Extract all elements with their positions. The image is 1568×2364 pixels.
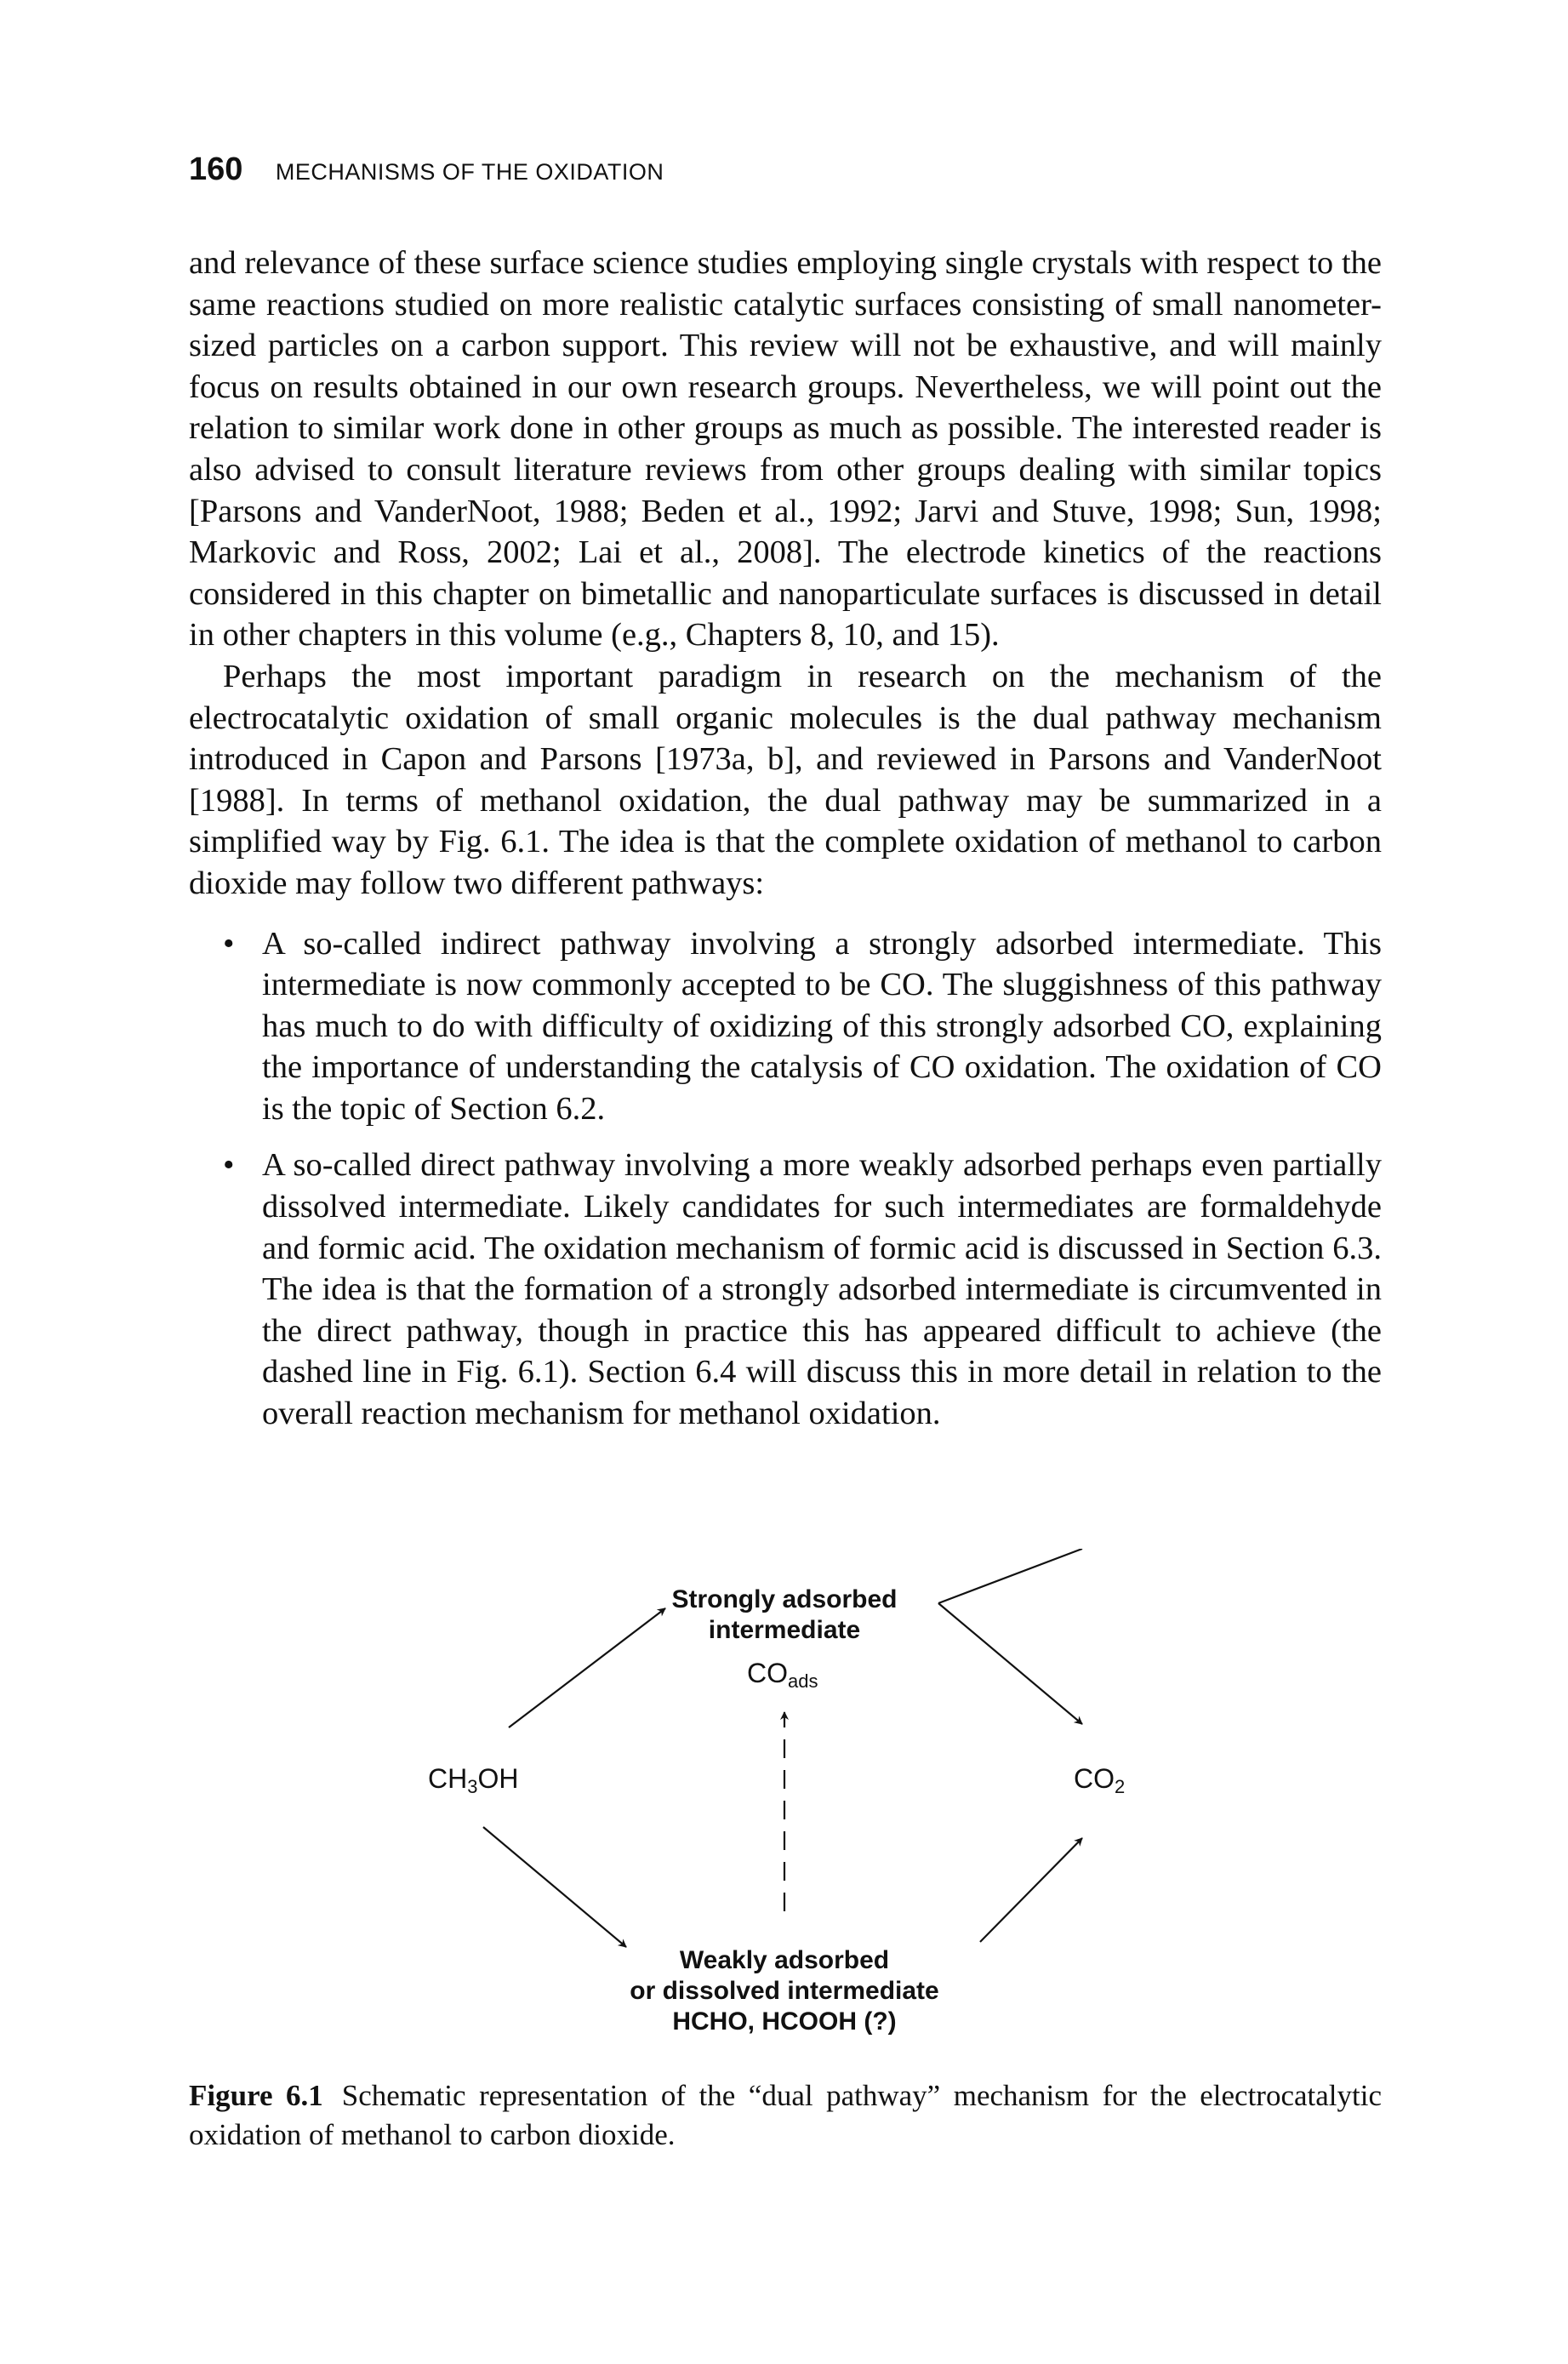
label-weakly-adsorbed: Weakly adsorbed or dissolved intermediat…: [572, 1945, 997, 2037]
list-item: • A so-called direct pathway involving a…: [223, 1145, 1382, 1434]
species-co2-base: CO: [1074, 1763, 1115, 1794]
bullet-icon: •: [223, 1147, 235, 1184]
caption-label: Figure 6.1: [189, 2079, 323, 2112]
arrow-weak-to-co2: [979, 1837, 1083, 1943]
page-number: 160: [189, 151, 243, 187]
bullet-text-indirect: A so-called indirect pathway involving a…: [262, 925, 1382, 1127]
running-title: MECHANISMS OF THE OXIDATION: [275, 159, 664, 185]
paragraph-1: and relevance of these surface science s…: [189, 245, 1382, 654]
pathway-arrows: [482, 1549, 1083, 1948]
arrow-coads-to-co2: [938, 1549, 1083, 1605]
label-strongly-adsorbed-line1: Strongly adsorbed: [671, 1585, 898, 1613]
bullet-list: • A so-called indirect pathway involving…: [189, 923, 1382, 1435]
label-weakly-adsorbed-line1: Weakly adsorbed: [679, 1946, 890, 1974]
paragraph-2: Perhaps the most important paradigm in r…: [189, 658, 1382, 901]
species-ch3oh-part2: OH: [477, 1763, 519, 1794]
list-item: • A so-called indirect pathway involving…: [223, 923, 1382, 1130]
species-ch3oh-part1: CH: [428, 1763, 468, 1794]
species-co-ads: COads: [747, 1658, 818, 1693]
arrow-ch3oh-to-weak: [482, 1826, 627, 1948]
label-weakly-adsorbed-line3: HCHO, HCOOH (?): [672, 2007, 897, 2036]
label-strongly-adsorbed: Strongly adsorbed intermediate: [614, 1585, 955, 1646]
species-co-ads-sub: ads: [788, 1670, 818, 1692]
species-ch3oh: CH3OH: [428, 1763, 518, 1798]
label-strongly-adsorbed-line2: intermediate: [708, 1616, 861, 1644]
bullet-text-direct: A so-called direct pathway involving a m…: [262, 1147, 1382, 1432]
species-co2: CO2: [1074, 1763, 1125, 1798]
species-co2-sub: 2: [1115, 1776, 1126, 1797]
label-weakly-adsorbed-line2: or dissolved intermediate: [630, 1977, 939, 2005]
species-co-ads-base: CO: [747, 1658, 788, 1688]
arrow-coads-to-co2-head: [938, 1602, 1083, 1725]
running-head: 160 MECHANISMS OF THE OXIDATION: [189, 151, 664, 188]
bullet-icon: •: [223, 925, 235, 962]
species-ch3oh-sub: 3: [467, 1776, 478, 1797]
caption-text: Schematic representation of the “dual pa…: [189, 2079, 1382, 2151]
figure-dual-pathway: Strongly adsorbed intermediate COads CH3…: [0, 1549, 1568, 2059]
arrow-ch3oh-to-coads: [508, 1607, 666, 1728]
body-text: and relevance of these surface science s…: [189, 243, 1382, 1450]
